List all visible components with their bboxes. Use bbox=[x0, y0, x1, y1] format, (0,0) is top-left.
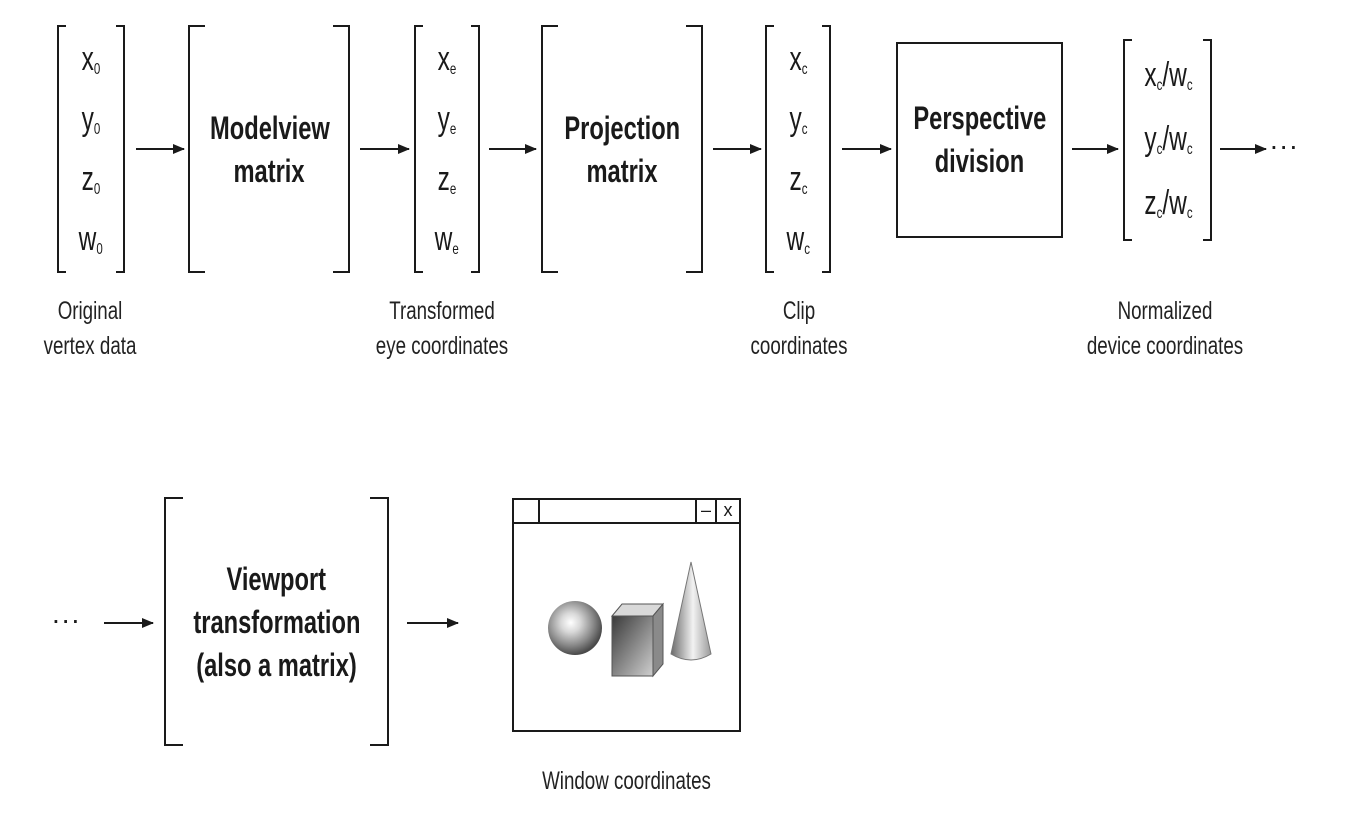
viewport-bracket-right bbox=[370, 497, 389, 746]
viewport-bracket-left bbox=[164, 497, 183, 746]
original-vertex-vector: x0 y0 z0 w0 bbox=[60, 30, 122, 270]
clip-bracket-left bbox=[765, 25, 774, 273]
original-vertex-label: Original vertex data bbox=[43, 297, 137, 360]
cube-front bbox=[611, 615, 654, 677]
cube-side bbox=[652, 602, 664, 678]
projection-bracket-left bbox=[541, 25, 558, 273]
clip-coordinates-label: Clip coordinates bbox=[750, 297, 848, 360]
vector-component: xc/wc bbox=[1143, 56, 1193, 94]
window-illustration: – x bbox=[512, 498, 741, 732]
window-close-button: x bbox=[715, 500, 739, 522]
window-titlebar: – x bbox=[514, 500, 739, 524]
vector-component: ye bbox=[437, 100, 457, 138]
cone-shape bbox=[670, 561, 712, 661]
clip-bracket-right bbox=[822, 25, 831, 273]
modelview-bracket-left bbox=[188, 25, 205, 273]
projection-bracket-right bbox=[686, 25, 703, 273]
vector-component: wc bbox=[786, 220, 810, 258]
vector-component: w0 bbox=[78, 220, 104, 258]
eye-bracket-right bbox=[471, 25, 480, 273]
continuation-ellipsis-start: ... bbox=[52, 598, 82, 629]
vector-component: zc/wc bbox=[1143, 184, 1193, 222]
vector-component: ze bbox=[437, 160, 457, 198]
projection-matrix-text: Projection matrix bbox=[564, 109, 681, 189]
modelview-matrix-text: Modelview matrix bbox=[209, 109, 330, 189]
eye-bracket-left bbox=[414, 25, 423, 273]
viewport-transformation-text: Viewport transformation (also a matrix) bbox=[192, 560, 361, 684]
window-scene bbox=[548, 561, 712, 678]
vector-component: zc bbox=[789, 160, 807, 198]
original-vertex-bracket-right bbox=[116, 25, 125, 273]
perspective-division-text: Perspective division bbox=[913, 99, 1046, 179]
window-coordinates-label: Window coordinates bbox=[542, 767, 711, 795]
vector-component: y0 bbox=[81, 100, 101, 138]
ndc-bracket-left bbox=[1123, 39, 1132, 241]
ndc-bracket-right bbox=[1203, 39, 1212, 241]
vector-component: z0 bbox=[81, 160, 101, 198]
vector-component: xc bbox=[789, 40, 807, 78]
modelview-bracket-right bbox=[333, 25, 350, 273]
clip-vector: xc yc zc wc bbox=[768, 30, 828, 270]
continuation-ellipsis: ... bbox=[1270, 124, 1300, 155]
window-minimize-button: – bbox=[695, 500, 715, 522]
eye-vector: xe ye ze we bbox=[417, 30, 477, 270]
eye-coordinates-label: Transformed eye coordinates bbox=[375, 297, 509, 360]
original-vertex-bracket-left bbox=[57, 25, 66, 273]
window-menu-box bbox=[514, 500, 540, 522]
sphere-shape bbox=[548, 601, 602, 655]
vector-component: we bbox=[434, 220, 460, 258]
vector-component: yc/wc bbox=[1143, 120, 1193, 158]
ndc-label: Normalized device coordinates bbox=[1086, 297, 1244, 360]
vector-component: xe bbox=[437, 40, 457, 78]
vector-component: yc bbox=[789, 100, 807, 138]
vector-component: x0 bbox=[81, 40, 101, 78]
perspective-box bbox=[896, 42, 1063, 238]
ndc-vector: xc/wc yc/wc zc/wc bbox=[1116, 44, 1220, 236]
